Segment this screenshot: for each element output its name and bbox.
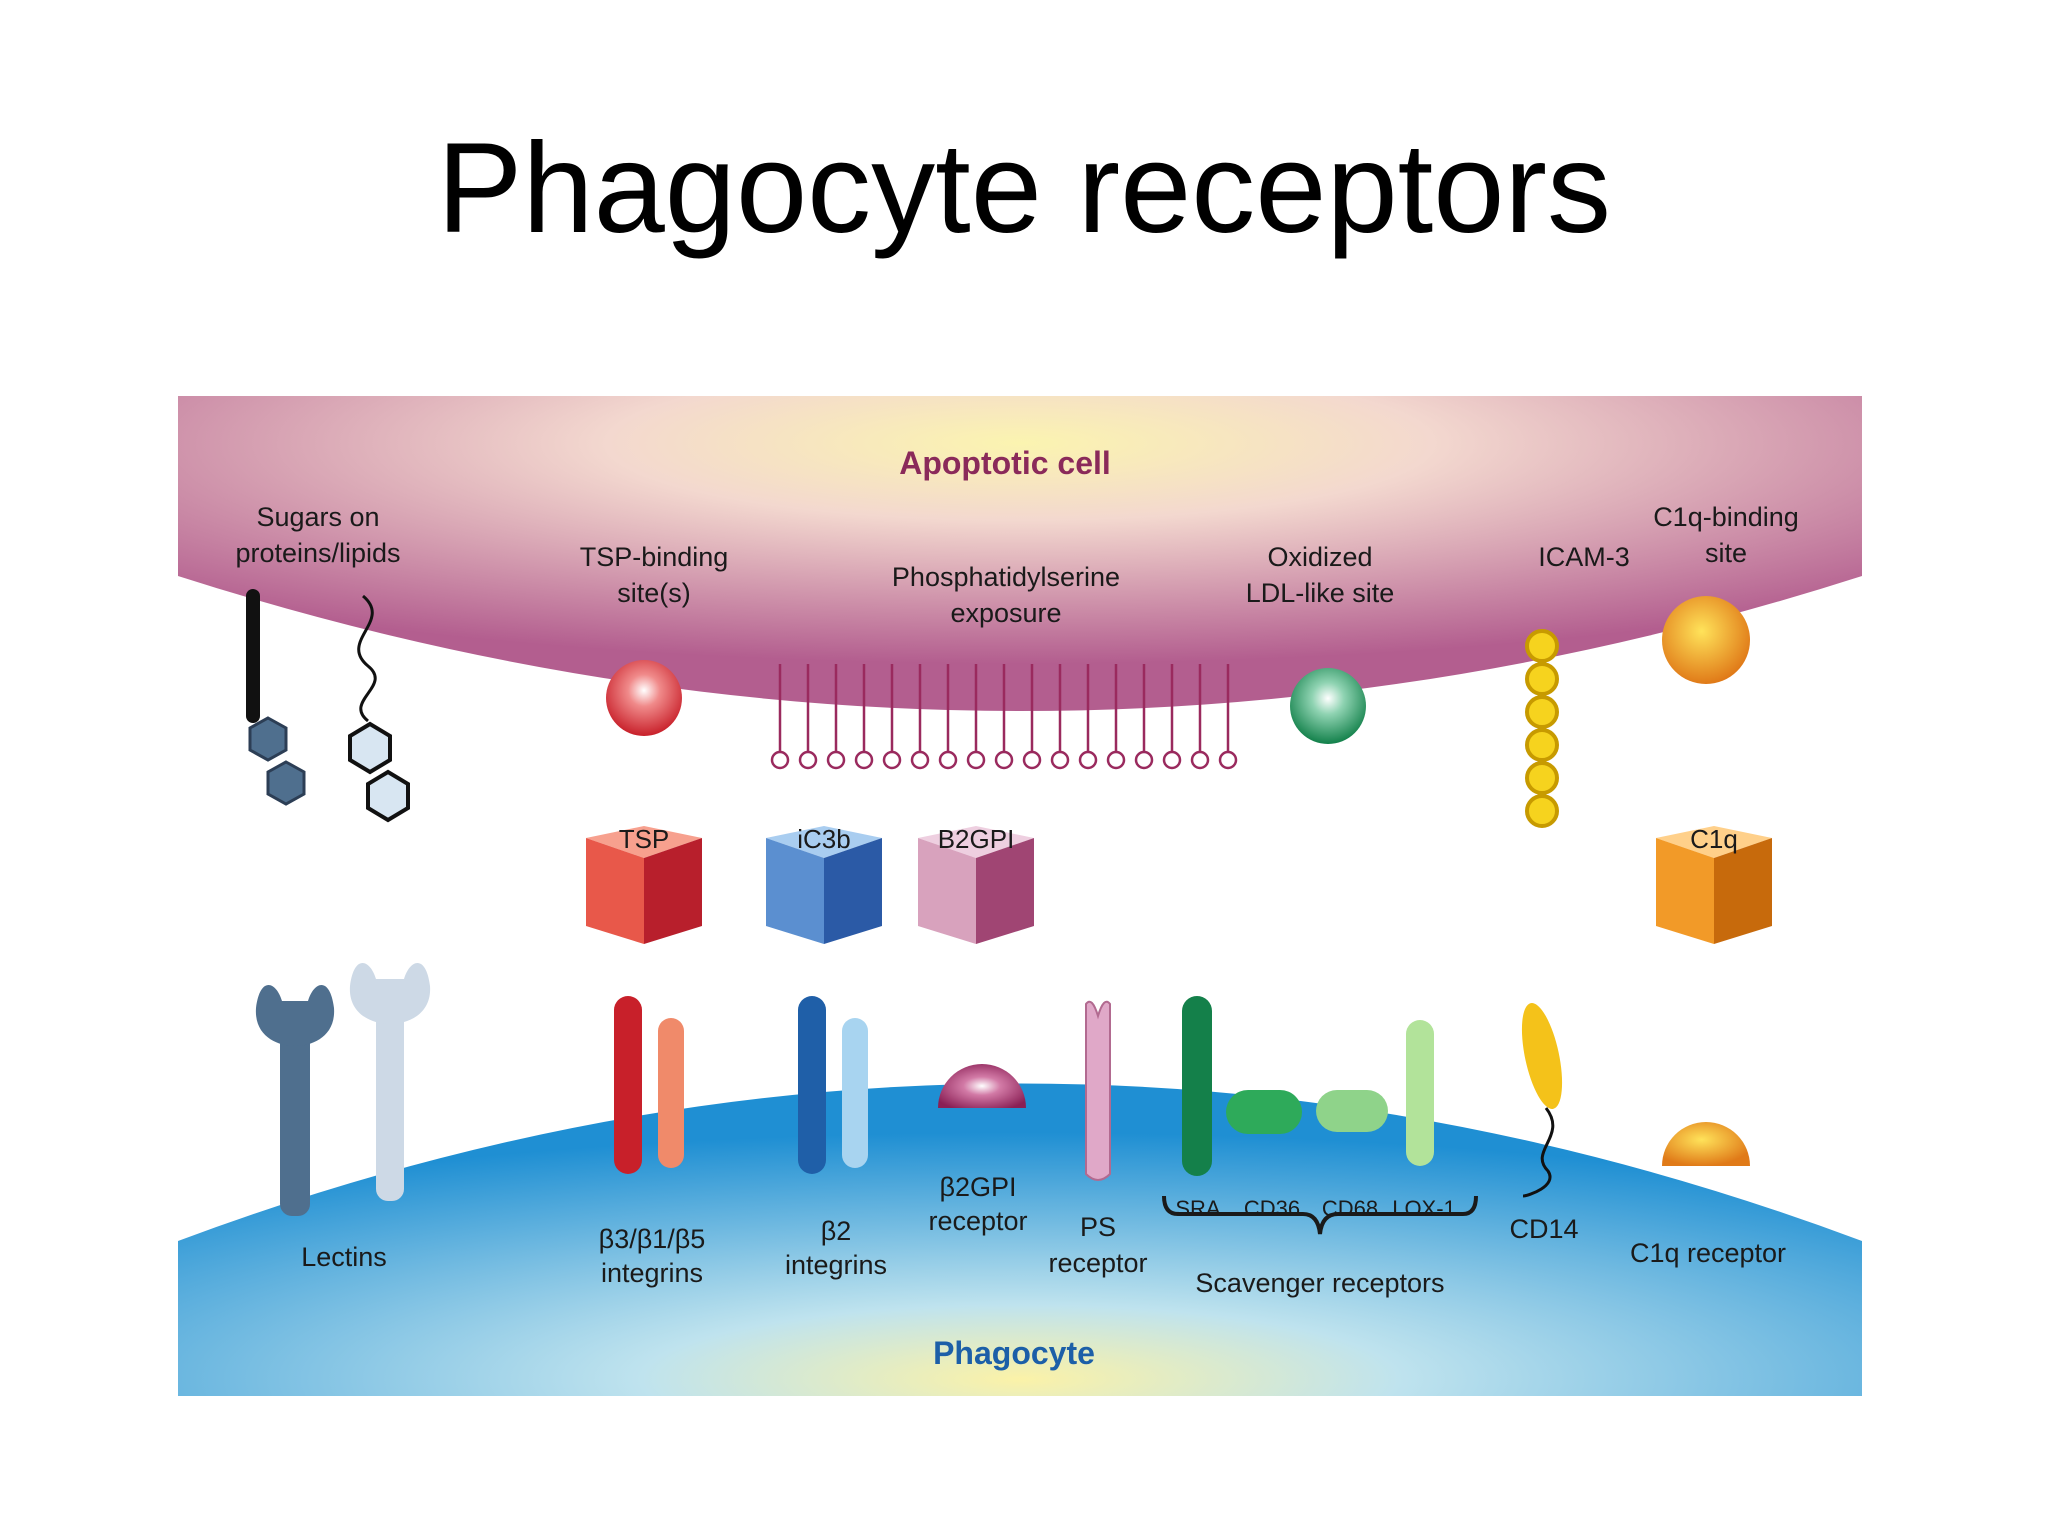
sugars-label-1: Sugars on [256, 502, 379, 532]
phosphatidylserine-icon [770, 664, 1238, 770]
cd68-receptor-icon [1316, 1090, 1388, 1132]
apoptotic-cell-label: Apoptotic cell [899, 445, 1111, 481]
c1q-binding-site-icon [1662, 596, 1750, 684]
cd36-label: CD36 [1244, 1196, 1300, 1221]
lox1-receptor-icon [1406, 1020, 1434, 1166]
cd14-label: CD14 [1509, 1214, 1578, 1244]
b2-integrin-beta-icon [842, 1018, 868, 1168]
c1q-receptor-label: C1q receptor [1630, 1238, 1786, 1268]
lectin-light-icon [349, 962, 431, 1201]
ps-receptor-label-1: PS [1080, 1212, 1116, 1242]
sugar-rod-chain-icon [246, 589, 306, 806]
b2gpi-bridge-label: B2GPI [938, 824, 1015, 854]
b3-integrin-beta-icon [658, 1018, 684, 1168]
b2-integrins-label-2: integrins [785, 1250, 887, 1280]
b2gpi-bridge-icon: B2GPI [918, 824, 1034, 944]
b2-integrin-alpha-icon [798, 996, 826, 1174]
b2gpi-receptor-icon [938, 1064, 1026, 1108]
c1q-site-label-2: site [1705, 538, 1747, 568]
lox1-label: LOX-1 [1392, 1196, 1456, 1221]
tsp-bridge-label: TSP [619, 824, 670, 854]
phagocyte-membrane [178, 1083, 1862, 1396]
tsp-site-label-1: TSP-binding [580, 542, 729, 572]
ps-receptor-icon [1085, 1000, 1111, 1181]
tsp-site-label-2: site(s) [617, 578, 691, 608]
sugar-wavy-chain-icon [348, 594, 410, 823]
b2gpi-receptor-label-1: β2GPI [939, 1172, 1016, 1202]
lectin-dark-icon [255, 984, 335, 1216]
b2-integrins-label-1: β2 [821, 1216, 852, 1246]
phagocyte-label: Phagocyte [933, 1335, 1095, 1371]
ic3b-bridge-label: iC3b [797, 824, 850, 854]
cd68-label: CD68 [1322, 1196, 1378, 1221]
b3-integrins-label-1: β3/β1/β5 [599, 1224, 706, 1254]
sra-label: SRA [1175, 1196, 1221, 1221]
ic3b-bridge-icon: iC3b [766, 824, 882, 944]
b3-integrins-label-2: integrins [601, 1258, 703, 1288]
cd36-receptor-icon [1226, 1090, 1302, 1134]
ps-receptor-label-2: receptor [1048, 1248, 1147, 1278]
ps-exposure-label-2: exposure [950, 598, 1061, 628]
sra-receptor-icon [1182, 996, 1212, 1176]
sugars-label-2: proteins/lipids [235, 538, 400, 568]
b2gpi-receptor-label-2: receptor [928, 1206, 1027, 1236]
ps-exposure-label-1: Phosphatidylserine [892, 562, 1120, 592]
icam3-chain-icon [1525, 629, 1559, 828]
phagocyte-receptor-diagram: Apoptotic cell Phagocyte Sugars on prote… [178, 396, 1862, 1396]
slide-title: Phagocyte receptors [437, 117, 1611, 260]
apoptotic-cell-membrane [178, 396, 1862, 711]
lectins-label: Lectins [301, 1242, 387, 1272]
b3-integrin-alpha-icon [614, 996, 642, 1174]
c1q-site-label-1: C1q-binding [1653, 502, 1799, 532]
icam-label: ICAM-3 [1538, 542, 1630, 572]
ldl-site-icon [1290, 668, 1366, 744]
scavenger-label: Scavenger receptors [1195, 1268, 1444, 1298]
c1q-bridge-label: C1q [1690, 824, 1738, 854]
cd14-receptor-icon [1521, 1003, 1563, 1198]
ldl-site-label-2: LDL-like site [1246, 578, 1395, 608]
scavenger-brace [1162, 1195, 1478, 1235]
c1q-bridge-icon: C1q [1656, 824, 1772, 944]
tsp-bridge-icon: TSP [586, 824, 702, 944]
tsp-binding-site-icon [606, 660, 682, 736]
ldl-site-label-1: Oxidized [1267, 542, 1372, 572]
c1q-receptor-icon [1662, 1122, 1750, 1166]
